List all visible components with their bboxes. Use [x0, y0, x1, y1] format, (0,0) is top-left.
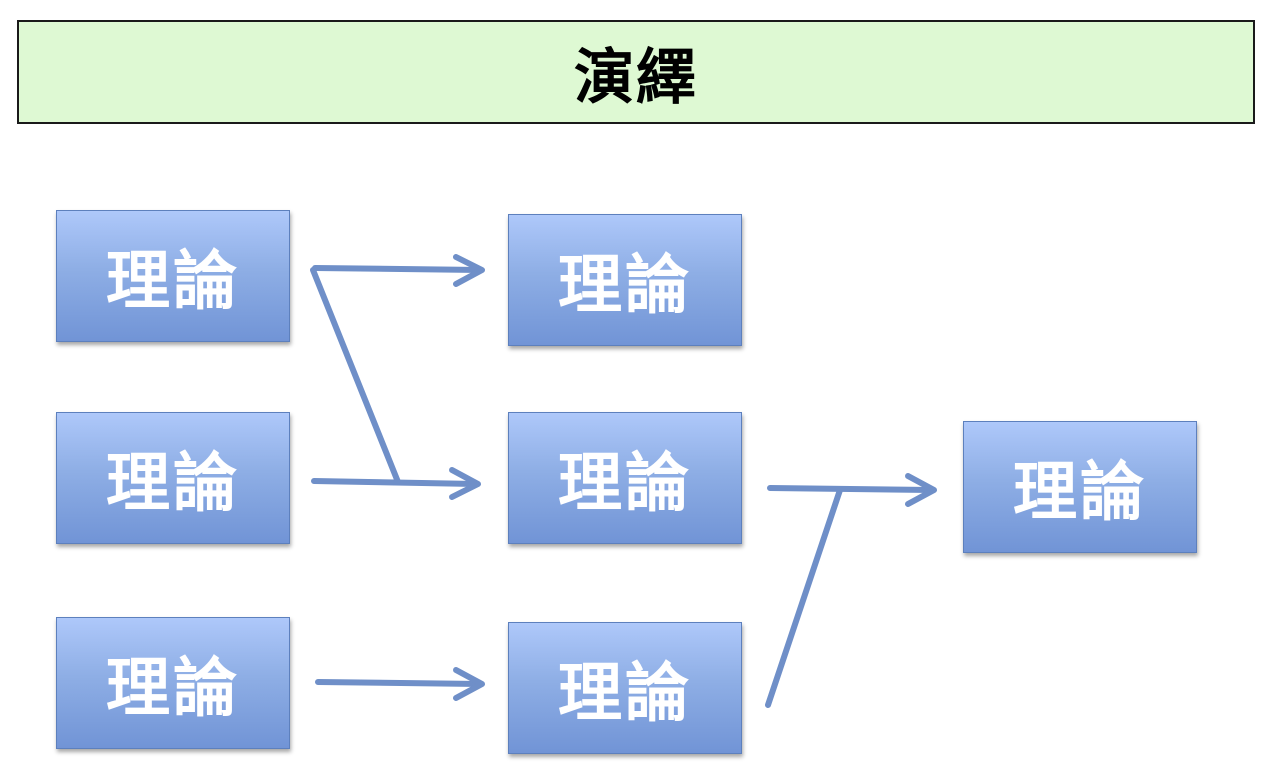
title-banner: 演繹 — [17, 20, 1255, 124]
arrow-c2r3-to-c3 — [765, 487, 843, 708]
arrow-c1r1-to-c2r1 — [312, 265, 483, 273]
theory-box-label: 理論 — [106, 652, 240, 726]
theory-box-label: 理論 — [106, 245, 240, 319]
theory-box-label: 理論 — [1013, 456, 1147, 530]
theory-box-label: 理論 — [558, 657, 692, 731]
arrow-c1r2-to-c2r2 — [311, 478, 479, 487]
theory-box-col1-row3: 理論 — [56, 617, 290, 749]
theory-box-col3-row2: 理論 — [963, 421, 1197, 553]
arrow-c1r1-to-c2r2 — [310, 267, 401, 485]
arrowhead-c2r2 — [449, 467, 481, 500]
arrow-c1r3-to-c2r3 — [315, 679, 483, 687]
arrowhead-c3 — [905, 473, 937, 507]
arrowhead-c2r3 — [453, 667, 485, 701]
theory-box-col2-row3: 理論 — [508, 622, 742, 754]
diagram-title: 演繹 — [574, 42, 698, 113]
theory-box-col2-row2: 理論 — [508, 412, 742, 544]
theory-box-col1-row1: 理論 — [56, 210, 290, 342]
theory-box-col2-row1: 理論 — [508, 214, 742, 346]
theory-box-col1-row2: 理論 — [56, 412, 290, 544]
theory-box-label: 理論 — [558, 249, 692, 323]
arrow-c2r2-to-c3 — [767, 485, 935, 493]
theory-box-label: 理論 — [106, 447, 240, 521]
theory-box-label: 理論 — [558, 447, 692, 521]
arrowhead-c2r1 — [453, 254, 485, 287]
